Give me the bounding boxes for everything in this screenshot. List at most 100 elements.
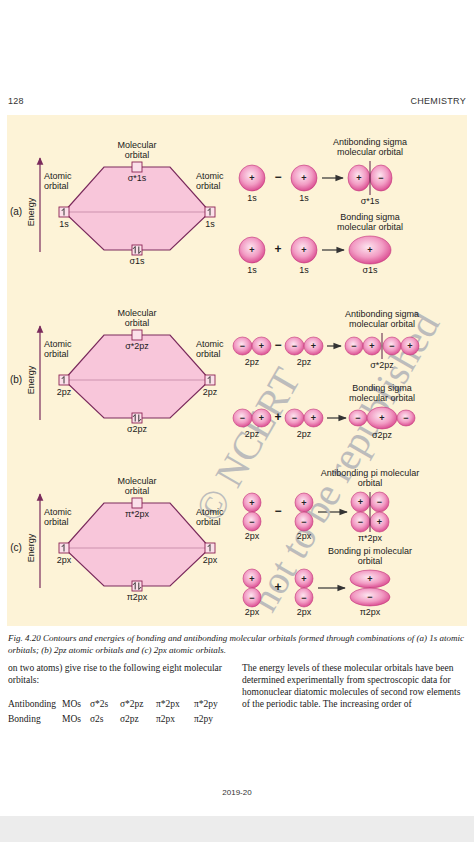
orbital-lobe xyxy=(304,409,323,427)
molecular-orbital: Antibonding pi molecular orbital+−−+π*2p… xyxy=(350,491,390,544)
table-cell: Antibonding xyxy=(8,698,56,710)
energy-diagram xyxy=(40,158,215,255)
orbital-lobe xyxy=(349,236,391,264)
orbital-contour xyxy=(350,491,390,533)
orbital-contour xyxy=(284,407,324,429)
table-cell: σ2s xyxy=(90,713,104,725)
phase-sign: + xyxy=(259,342,264,351)
atomic-orbital: −+2pz xyxy=(232,407,272,440)
reaction-arrow xyxy=(318,511,347,512)
diagram-label: π*2px xyxy=(125,509,149,519)
table-cell: π*2py xyxy=(194,698,218,710)
atomic-orbital: +1s xyxy=(289,163,319,204)
orbital-heading: Antibonding pi molecular orbital xyxy=(320,468,420,488)
orbital-heading: Bonding sigma molecular orbital xyxy=(332,383,432,403)
phase-sign: + xyxy=(367,246,372,255)
atomic-orbital: + − 2px xyxy=(241,569,263,618)
mo-hexagon xyxy=(64,167,210,250)
orbital-contour xyxy=(232,407,272,429)
orbital-box xyxy=(205,543,215,553)
energy-level-line xyxy=(69,212,205,213)
phase-sign: − xyxy=(240,342,245,351)
orbital-lobe xyxy=(383,337,401,355)
orbital-lobe xyxy=(252,409,271,427)
atomic-orbital: +1s xyxy=(237,163,267,204)
diagram-label: σ1s xyxy=(129,256,144,266)
orbital-lobe xyxy=(350,570,390,588)
diagram-label: σ*1s xyxy=(128,173,147,183)
orbital-lobe xyxy=(243,512,261,531)
diagram-label: Molecular orbital xyxy=(112,140,162,160)
energy-level-line xyxy=(69,380,205,381)
panel-letter: (c) xyxy=(10,542,22,554)
mo-hexagon xyxy=(64,335,210,418)
electron-arrow xyxy=(139,247,141,254)
axis-label: Energy xyxy=(26,366,36,395)
orbital-lobe xyxy=(285,337,304,355)
phase-sign: + xyxy=(369,342,374,351)
phase-sign: − xyxy=(249,517,254,526)
phase-sign: + xyxy=(377,518,382,527)
orbital-box xyxy=(132,245,142,255)
table-cell: σ*2pz xyxy=(120,698,144,710)
phase-sign: − xyxy=(403,414,408,423)
orbital-lobe xyxy=(348,165,370,191)
atomic-orbital: +1s xyxy=(237,235,267,276)
orbital-box xyxy=(59,207,69,217)
phase-sign: + xyxy=(356,174,361,183)
reaction-arrow xyxy=(322,249,344,250)
phase-sign: − xyxy=(351,342,356,351)
molecular-orbital: Bonding pi molecular orbital+−π2px xyxy=(348,569,392,618)
phase-sign: + xyxy=(301,574,306,583)
reaction-arrow xyxy=(322,177,343,178)
page-margin xyxy=(0,816,474,842)
diagram-label: σ*2pz xyxy=(125,341,149,351)
orbital-lobe xyxy=(363,337,381,355)
atomic-orbital: − +2pz xyxy=(232,335,272,368)
energy-axis xyxy=(39,158,40,252)
diagram-label: σ2pz xyxy=(127,424,147,434)
electron-arrow xyxy=(133,415,135,422)
phase-sign: + xyxy=(249,574,254,583)
mo-hexagon xyxy=(64,503,210,586)
operator-sign: + xyxy=(274,581,281,593)
diagram-label: 2pz xyxy=(203,387,218,397)
orbital-heading: Bonding pi molecular orbital xyxy=(320,546,420,566)
phase-sign: + xyxy=(301,246,306,255)
molecular-orbital: Antibonding sigma molecular orbital+−σ*1… xyxy=(346,160,394,207)
operator-sign: − xyxy=(274,505,281,517)
energy-axis xyxy=(39,326,40,420)
operator-sign: + xyxy=(274,243,281,255)
electron-arrow xyxy=(139,583,141,590)
nodal-plane xyxy=(370,492,371,532)
nodal-plane xyxy=(382,333,383,359)
operator-sign: + xyxy=(274,411,281,423)
orbital-lobe xyxy=(295,569,313,588)
orbital-lobe xyxy=(243,569,261,588)
orbital-lobe xyxy=(370,512,389,532)
phase-sign: + xyxy=(301,174,306,183)
orbital-label: 2pz xyxy=(232,357,272,368)
orbital-label: 1s xyxy=(237,265,267,276)
orbital-lobe xyxy=(351,512,370,532)
figure-caption: Fig. 4.20 Contours and energies of bondi… xyxy=(8,632,466,656)
phase-sign: − xyxy=(240,414,245,423)
phase-sign: − xyxy=(378,174,383,183)
nodal-plane xyxy=(370,161,371,195)
diagram-label: 2px xyxy=(57,555,72,565)
page-header: 128 xyxy=(8,96,24,107)
diagram-label: 1s xyxy=(59,219,69,229)
phase-sign: − xyxy=(301,593,306,602)
electron-arrow xyxy=(208,209,210,216)
orbital-heading: Antibonding sigma molecular orbital xyxy=(320,137,420,157)
phase-sign: + xyxy=(407,342,412,351)
orbital-contour xyxy=(284,335,324,357)
phase-sign: − xyxy=(249,593,254,602)
phase-sign: − xyxy=(367,593,372,602)
operator-sign: − xyxy=(274,339,281,351)
phase-sign: + xyxy=(367,575,372,584)
phase-sign: + xyxy=(301,498,306,507)
orbital-label: 2px xyxy=(241,607,263,618)
orbital-lobe xyxy=(367,407,397,429)
